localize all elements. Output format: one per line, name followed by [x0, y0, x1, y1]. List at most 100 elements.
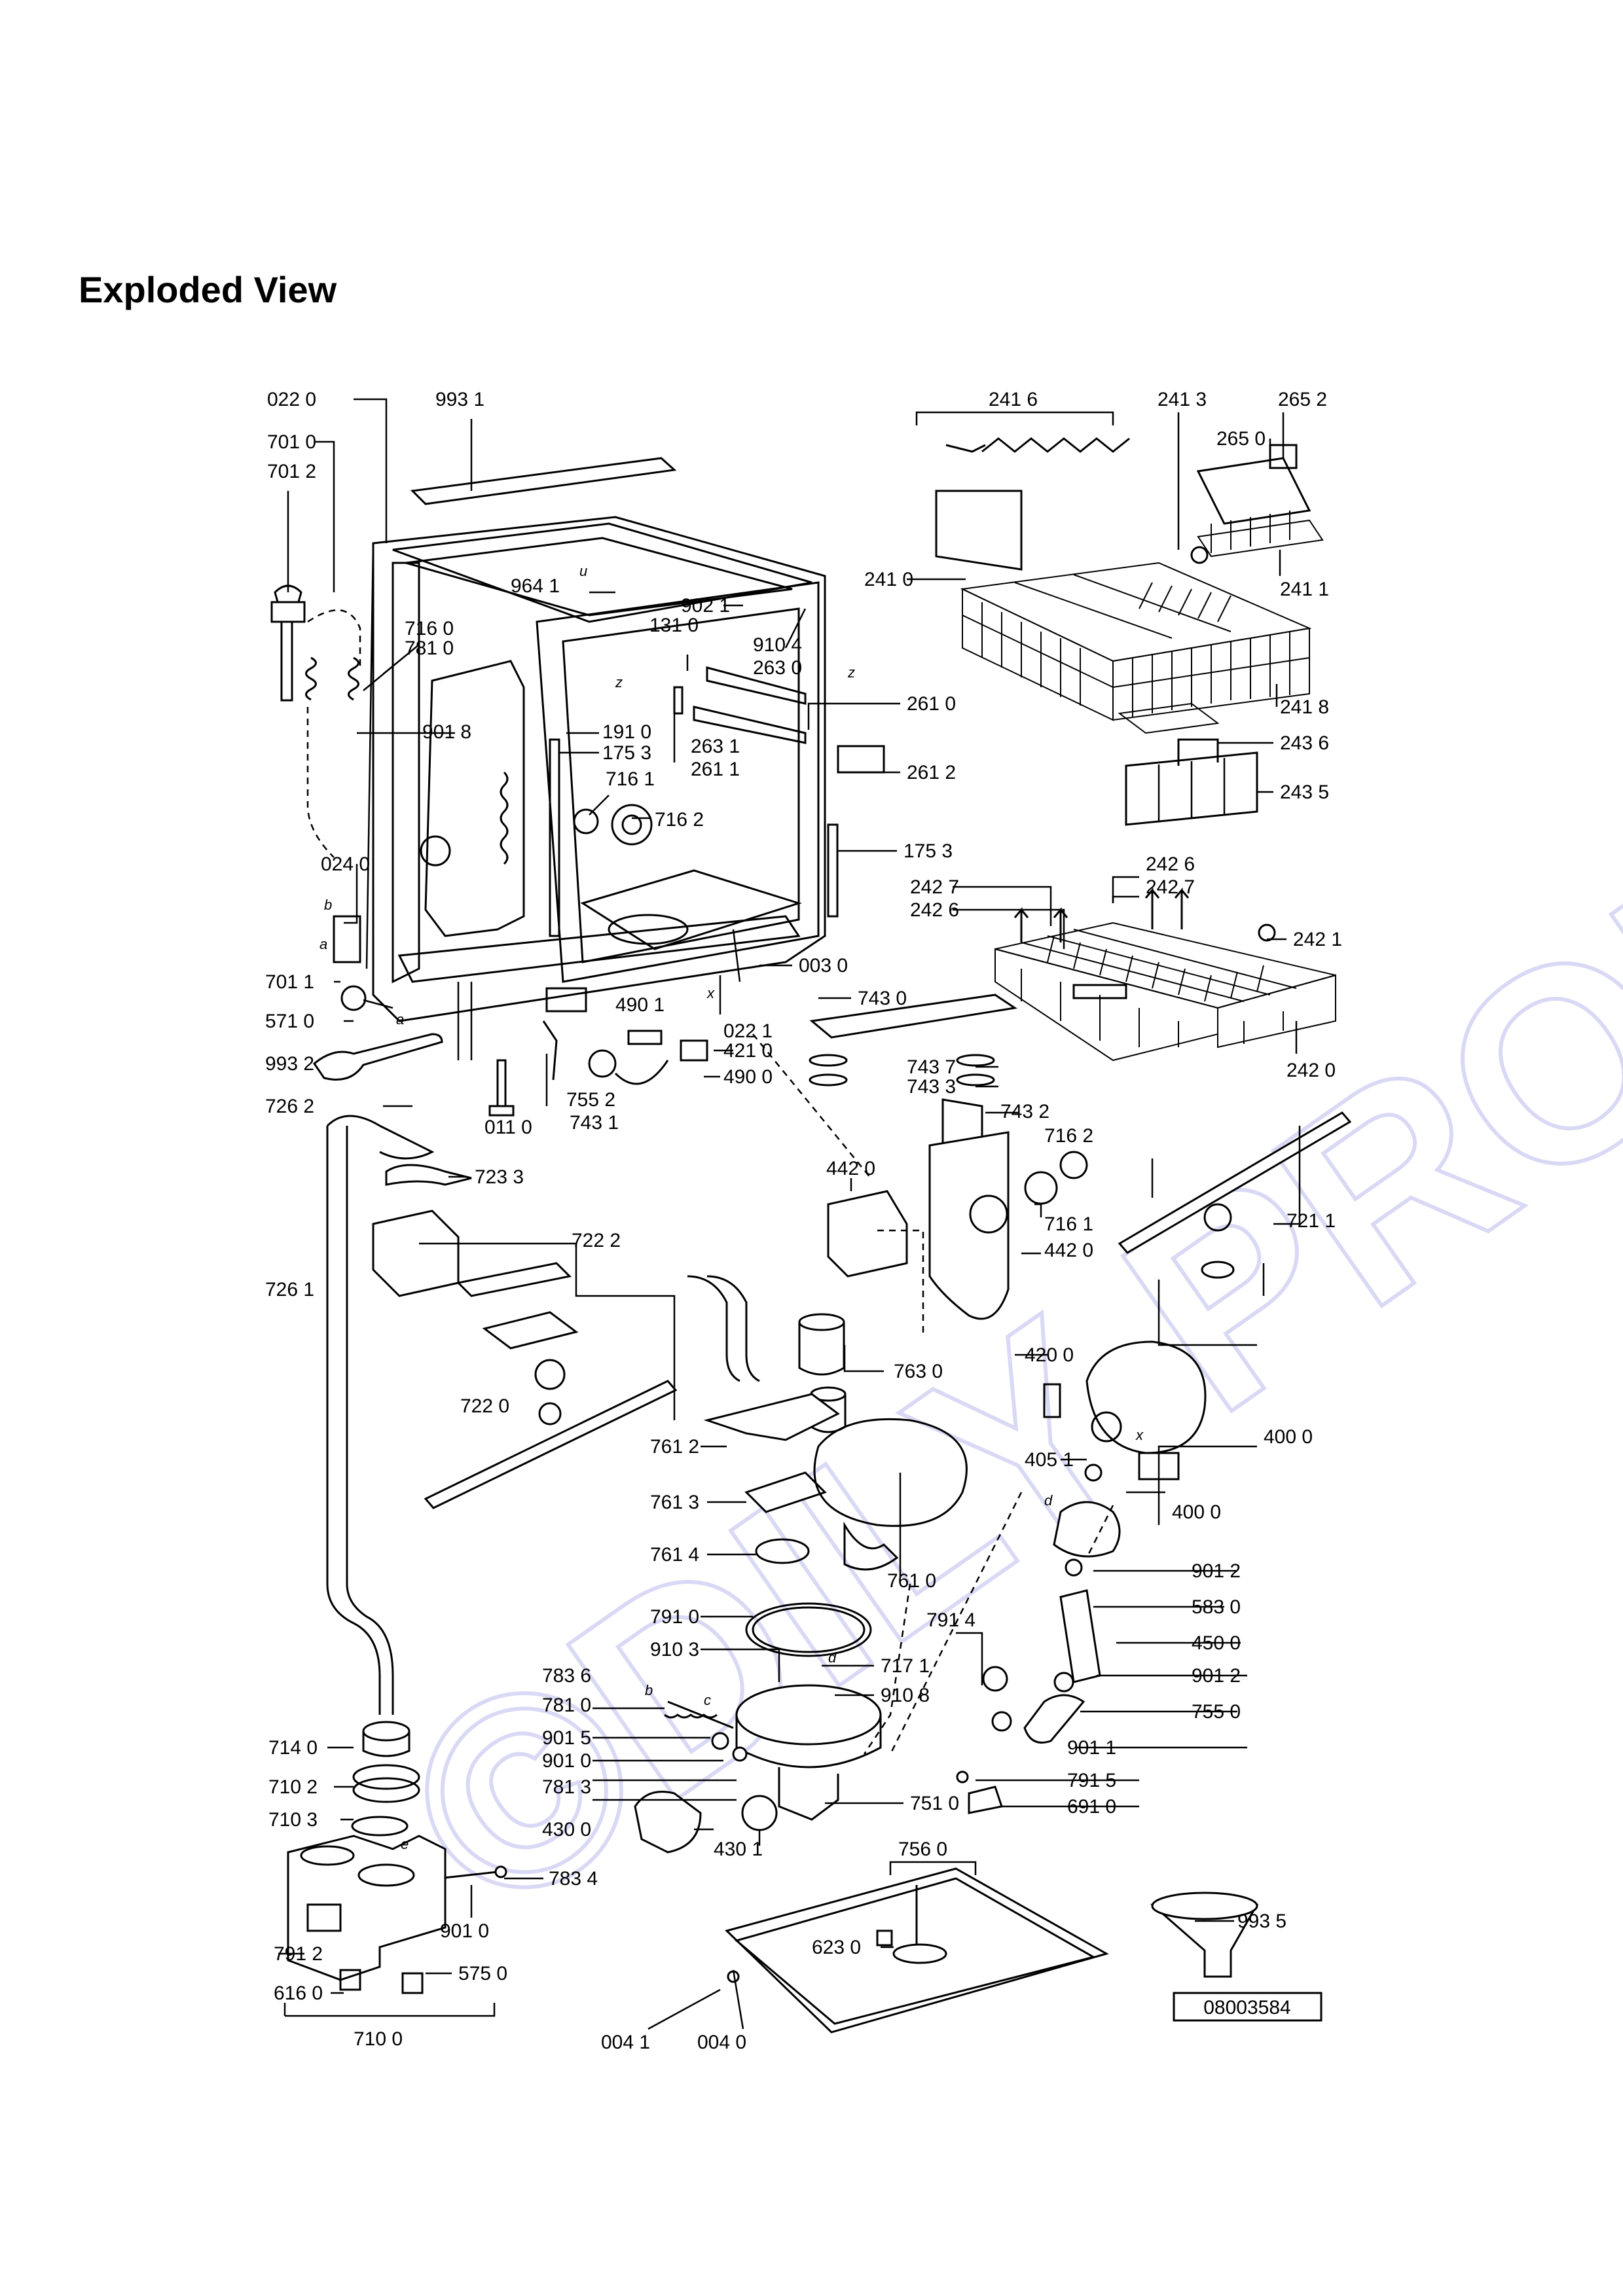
lower-basket-drawing [994, 887, 1336, 1062]
label-430-1: 430 1 [714, 1839, 763, 1860]
label-421-0: 421 0 [723, 1040, 773, 1062]
label-716-1b: 716 1 [1044, 1213, 1093, 1235]
label-993-1: 993 1 [435, 389, 484, 410]
label-701-0: 701 0 [267, 431, 316, 453]
label-400-0: 400 0 [1264, 1426, 1313, 1448]
label-755-0: 755 0 [1192, 1701, 1241, 1723]
reference-letters: b a a x z z u x d d b c e [319, 563, 1144, 1852]
label-420-0: 420 0 [1025, 1344, 1074, 1366]
upper-basket-drawing [935, 437, 1324, 826]
label-400-0b: 400 0 [1172, 1501, 1221, 1523]
svg-text:z: z [615, 674, 623, 691]
label-575-0: 575 0 [458, 1963, 507, 1984]
label-241-3: 241 3 [1158, 389, 1207, 410]
label-242-0: 242 0 [1286, 1060, 1336, 1081]
svg-text:z: z [847, 664, 855, 681]
label-901-5: 901 5 [542, 1727, 591, 1749]
label-442-0: 442 0 [826, 1158, 875, 1179]
label-722-0: 722 0 [460, 1395, 509, 1417]
label-791-0: 791 0 [650, 1606, 699, 1628]
label-242-7b: 242 7 [1146, 876, 1195, 898]
label-261-2: 261 2 [907, 762, 956, 783]
label-791-5: 791 5 [1067, 1770, 1116, 1791]
label-902-1: 902 1 [681, 595, 730, 617]
label-763-0: 763 0 [894, 1361, 943, 1382]
page-title: Exploded View [79, 269, 337, 310]
label-910-4: 910 4 [753, 634, 802, 656]
label-003-0: 003 0 [799, 955, 848, 977]
label-910-3: 910 3 [650, 1639, 699, 1660]
part-labels: 022 0 993 1 701 0 701 2 964 1 902 1 131 … [265, 389, 1342, 2053]
label-726-2: 726 2 [265, 1096, 314, 1117]
label-616-0: 616 0 [274, 1982, 323, 2004]
label-024-0: 024 0 [321, 853, 370, 875]
label-241-8: 241 8 [1280, 696, 1329, 718]
svg-text:x: x [706, 985, 715, 1001]
label-901-0: 901 0 [542, 1750, 591, 1772]
label-716-1: 716 1 [606, 768, 655, 790]
label-761-2: 761 2 [650, 1436, 699, 1458]
label-571-0: 571 0 [265, 1011, 314, 1032]
label-743-3: 743 3 [907, 1076, 956, 1098]
cabinet-tub-drawing [270, 457, 1127, 1117]
label-726-1: 726 1 [265, 1279, 314, 1300]
label-743-0: 743 0 [858, 988, 907, 1009]
label-701-1: 701 1 [265, 971, 314, 993]
label-910-8: 910 8 [881, 1685, 930, 1706]
label-175-3b: 175 3 [903, 840, 953, 862]
label-964-1: 964 1 [511, 575, 560, 597]
leader-lines [278, 398, 1301, 2030]
label-004-0: 004 0 [697, 2032, 746, 2053]
label-450-0: 450 0 [1192, 1632, 1241, 1654]
label-004-1: 004 1 [601, 2032, 650, 2053]
label-241-6: 241 6 [989, 389, 1038, 410]
label-241-0: 241 0 [864, 569, 913, 590]
label-261-0: 261 0 [907, 693, 956, 715]
label-751-0: 751 0 [910, 1793, 959, 1814]
svg-text:d: d [828, 1649, 837, 1666]
svg-text:b: b [324, 897, 332, 913]
label-781-0b: 781 0 [542, 1695, 591, 1716]
label-691-0: 691 0 [1067, 1796, 1116, 1818]
label-442-0b: 442 0 [1044, 1240, 1093, 1261]
svg-text:x: x [1135, 1427, 1144, 1443]
label-243-5: 243 5 [1280, 781, 1329, 803]
label-761-0: 761 0 [887, 1570, 936, 1592]
label-783-6: 783 6 [542, 1665, 591, 1687]
label-714-0: 714 0 [268, 1737, 318, 1759]
label-261-1: 261 1 [691, 759, 740, 780]
svg-text:u: u [579, 563, 587, 579]
label-265-2: 265 2 [1278, 389, 1327, 410]
label-993-5: 993 5 [1237, 1910, 1286, 1932]
document-code: 08003584 [1203, 1997, 1290, 2018]
label-242-1: 242 1 [1293, 929, 1342, 950]
label-781-0: 781 0 [405, 637, 454, 659]
label-265-0: 265 0 [1216, 428, 1266, 450]
label-242-6b: 242 6 [1146, 853, 1195, 875]
label-901-1: 901 1 [1067, 1737, 1116, 1759]
label-131-0: 131 0 [649, 615, 699, 636]
document-code-box: 08003584 [1173, 1992, 1322, 2022]
svg-text:b: b [645, 1682, 653, 1698]
label-011-0: 011 0 [484, 1117, 532, 1138]
label-022-1: 022 1 [723, 1020, 773, 1042]
label-743-1: 743 1 [570, 1112, 619, 1134]
label-430-0: 430 0 [542, 1819, 591, 1840]
label-243-6: 243 6 [1280, 732, 1329, 754]
label-761-3: 761 3 [650, 1492, 699, 1513]
label-716-0: 716 0 [405, 618, 454, 639]
label-743-2: 743 2 [1000, 1101, 1049, 1122]
label-490-1: 490 1 [615, 994, 665, 1016]
label-701-2: 701 2 [267, 461, 316, 482]
label-791-4: 791 4 [926, 1609, 976, 1631]
label-791-2: 791 2 [274, 1943, 323, 1965]
label-405-1: 405 1 [1025, 1449, 1074, 1471]
label-191-0: 191 0 [602, 721, 651, 743]
label-242-6: 242 6 [910, 899, 959, 921]
label-710-3: 710 3 [268, 1809, 318, 1831]
label-743-7: 743 7 [907, 1056, 956, 1078]
label-716-2b: 716 2 [1044, 1125, 1093, 1147]
label-783-4: 783 4 [549, 1868, 598, 1890]
